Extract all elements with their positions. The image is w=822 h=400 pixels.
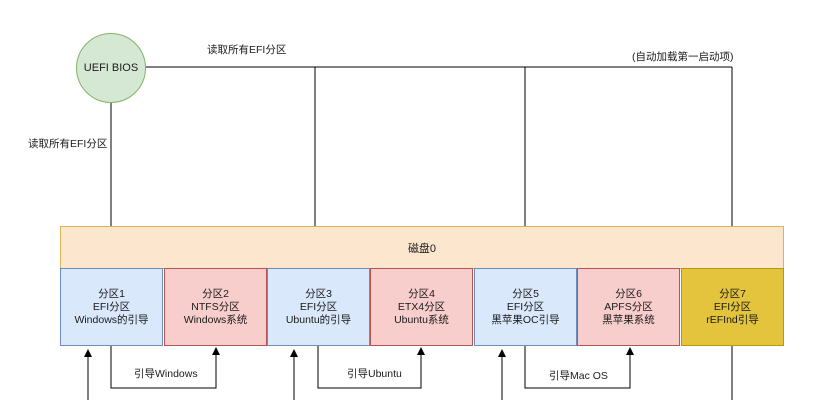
partition-1-line1: 分区1 <box>98 287 125 300</box>
partition-5-line3: 黑苹果OC引导 <box>491 313 560 326</box>
partition-4-line2: ETX4分区 <box>397 300 446 313</box>
partition-2-line3: Windows系统 <box>183 313 248 326</box>
partition-6-line3: 黑苹果系统 <box>602 313 655 326</box>
partition-7-line3: rEFInd引导 <box>706 313 759 326</box>
partition-5-line1: 分区5 <box>512 287 539 300</box>
partition-1: 分区1 EFI分区 Windows的引导 <box>60 268 163 346</box>
partition-5-line2: EFI分区 <box>506 300 545 313</box>
partition-4-line3: Ubuntu系统 <box>394 313 449 326</box>
partition-3-line3: Ubuntu的引导 <box>285 313 352 326</box>
partition-7: 分区7 EFI分区 rEFInd引导 <box>681 268 784 346</box>
boot-ubuntu-connector <box>317 346 425 389</box>
uefi-bios-node: UEFI BIOS <box>76 33 146 103</box>
boot-macos-connector <box>524 346 634 389</box>
partition-1-line3: Windows的引导 <box>74 313 149 326</box>
read-all-efi-left-label: 读取所有EFI分区 <box>26 136 110 151</box>
disk-0: 磁盘0 <box>60 226 784 269</box>
partition-6-line1: 分区6 <box>615 287 642 300</box>
partition-2-line2: NTFS分区 <box>191 300 240 313</box>
auto-load-label: (自动加载第一启动项) <box>630 49 736 64</box>
partition-1-line2: EFI分区 <box>92 300 131 313</box>
partition-7-line2: EFI分区 <box>713 300 752 313</box>
partition-4-line1: 分区4 <box>408 287 435 300</box>
partition-2: 分区2 NTFS分区 Windows系统 <box>164 268 267 346</box>
boot-ubuntu-label: 引导Ubuntu <box>345 366 404 381</box>
partition-2-line1: 分区2 <box>202 287 229 300</box>
read-all-efi-top-label: 读取所有EFI分区 <box>205 42 289 57</box>
partition-6-line2: APFS分区 <box>604 300 653 313</box>
partition-3-line1: 分区3 <box>305 287 332 300</box>
partition-5: 分区5 EFI分区 黑苹果OC引导 <box>474 268 577 346</box>
partition-3-line2: EFI分区 <box>299 300 338 313</box>
boot-windows-connector <box>110 346 220 389</box>
boot-windows-label: 引导Windows <box>132 366 200 381</box>
boot-macos-label: 引导Mac OS <box>547 368 610 383</box>
uefi-bios-label: UEFI BIOS <box>83 62 139 74</box>
partition-4: 分区4 ETX4分区 Ubuntu系统 <box>370 268 473 346</box>
partition-6: 分区6 APFS分区 黑苹果系统 <box>577 268 680 346</box>
partition-3: 分区3 EFI分区 Ubuntu的引导 <box>267 268 370 346</box>
partition-7-line1: 分区7 <box>719 287 746 300</box>
disk-label: 磁盘0 <box>407 242 437 255</box>
